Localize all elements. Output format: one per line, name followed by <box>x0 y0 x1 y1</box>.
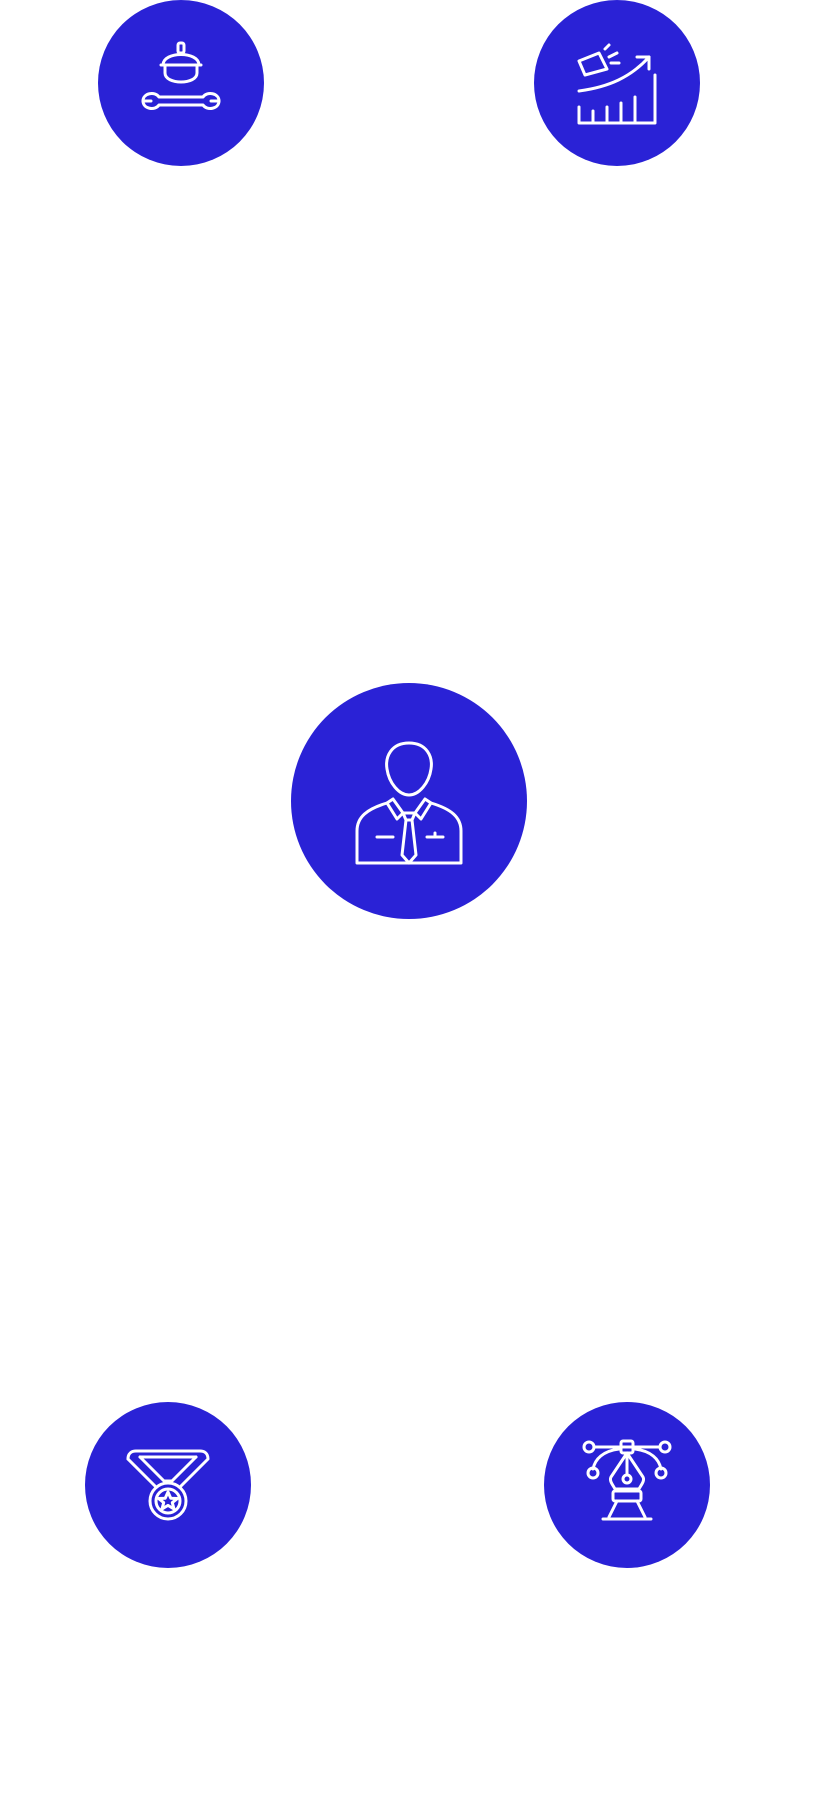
marketing-growth-icon <box>577 43 657 125</box>
medal-award-icon <box>126 1449 210 1521</box>
businessman-icon <box>355 741 463 865</box>
medal-award-icon-circle <box>85 1402 251 1568</box>
pen-tool-design-icon <box>582 1439 672 1521</box>
worker-wrench-icon <box>141 41 221 110</box>
marketing-growth-icon-circle <box>534 0 700 166</box>
pen-tool-design-icon-circle <box>544 1402 710 1568</box>
worker-wrench-icon-circle <box>98 0 264 166</box>
businessman-icon-circle <box>291 683 527 919</box>
